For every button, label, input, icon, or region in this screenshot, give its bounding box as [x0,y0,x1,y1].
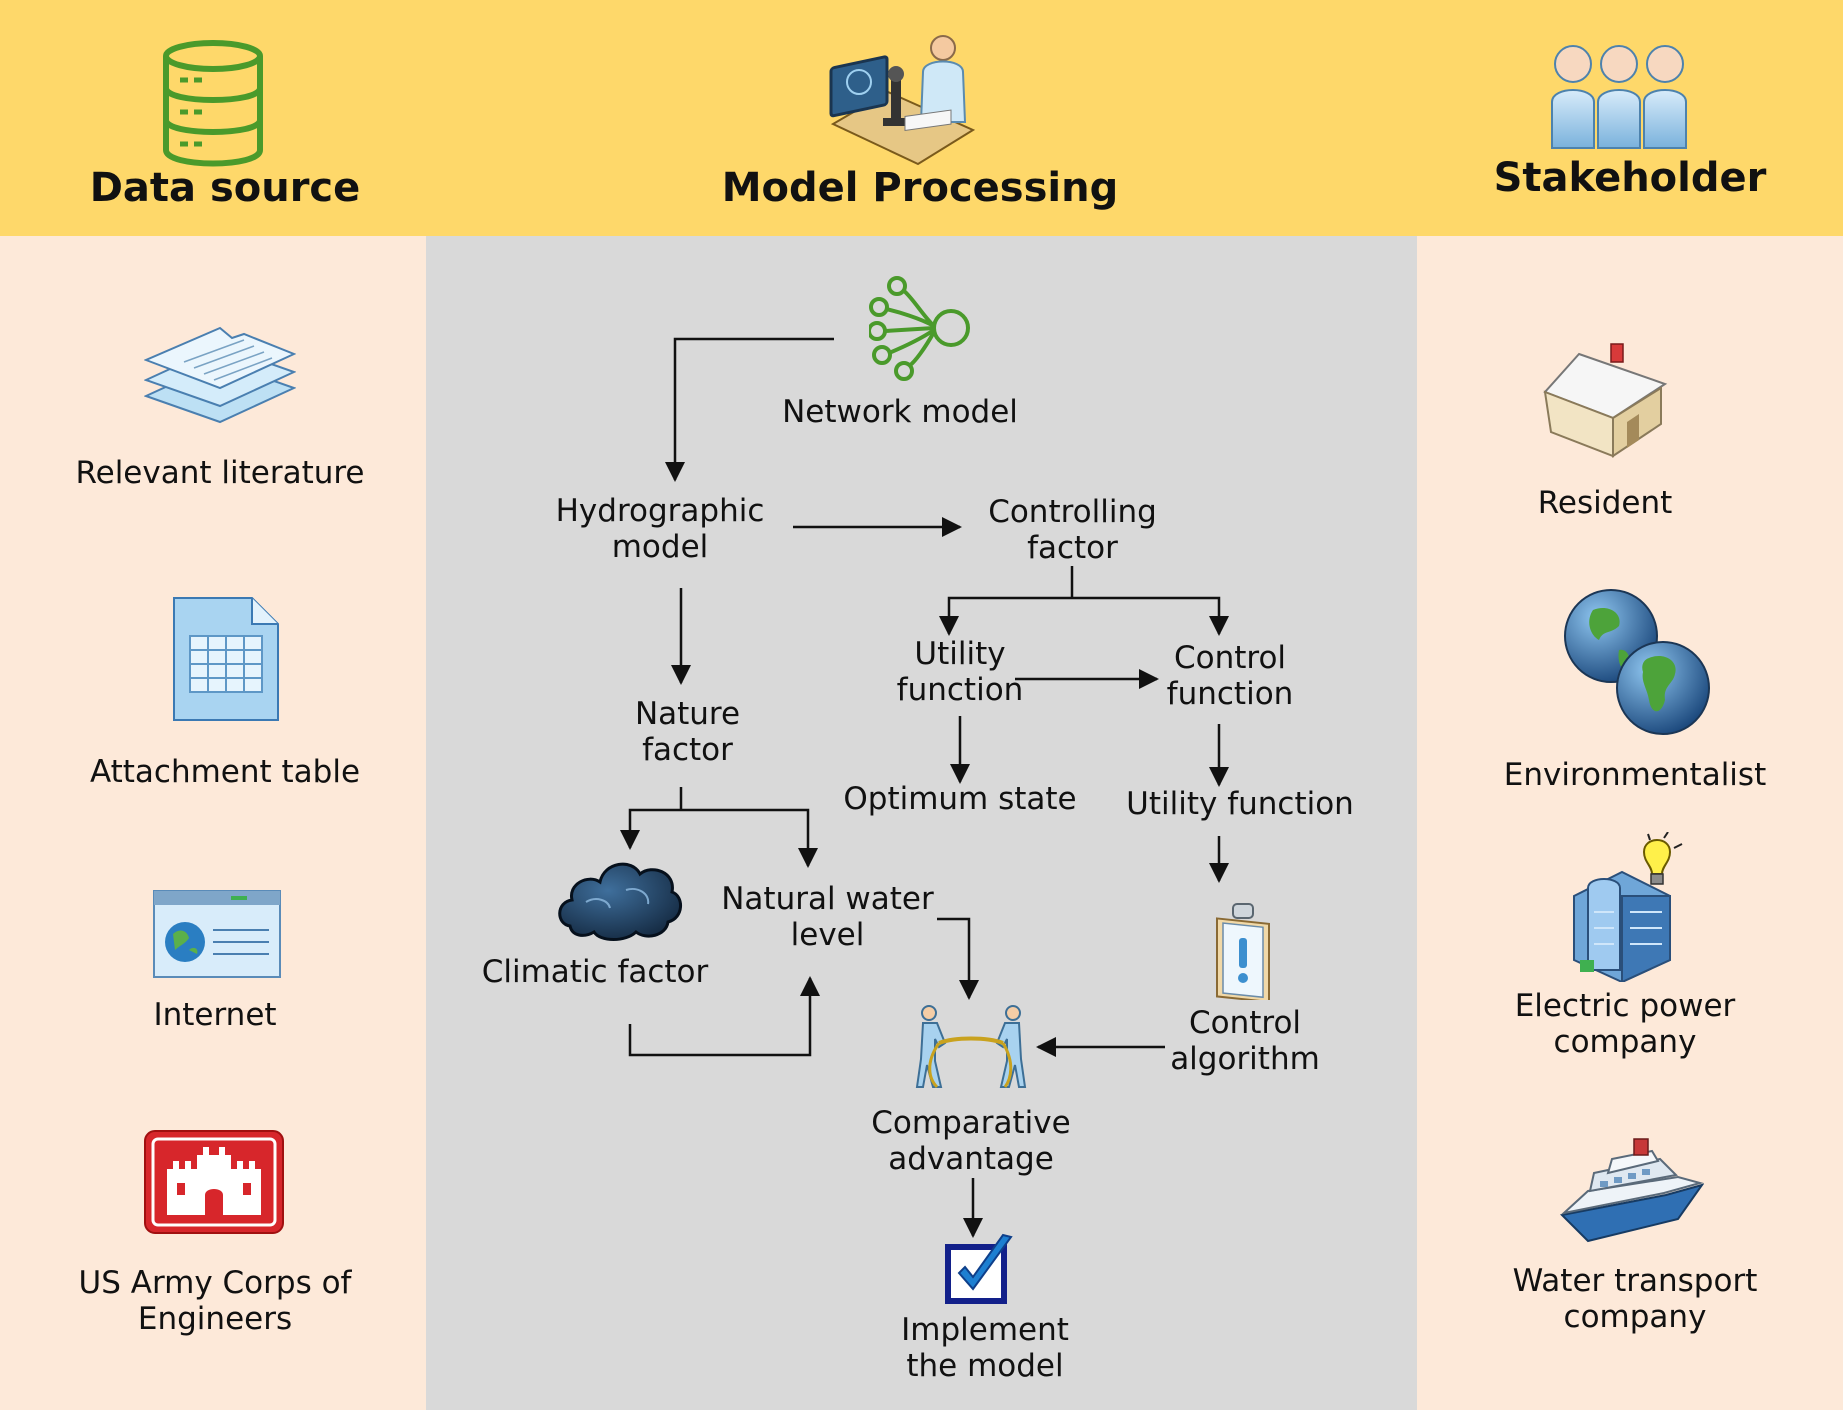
checkbox-checked-icon [945,1233,1013,1304]
spreadsheet-document-icon [173,597,279,721]
electric-power-company-label: Electric power company [1514,988,1736,1060]
nature-factor-label: Nature factor [634,696,741,768]
castle-emblem-icon [144,1130,284,1234]
utility-function-2-label: Utility function [1126,786,1354,822]
climatic-factor-label: Climatic factor [481,954,709,990]
people-group-icon [1551,45,1687,149]
web-browser-icon [153,890,281,978]
resident-label: Resident [1537,485,1673,521]
house-icon [1543,343,1668,458]
control-algorithm-label: Control algorithm [1170,1005,1320,1077]
documents-stack-icon [144,326,296,424]
internet-label: Internet [153,997,277,1033]
model-processing-column [426,236,1417,1410]
globes-icon [1564,589,1710,735]
database-icon [163,40,263,167]
control-function-label: Control function [1166,640,1294,712]
relevant-literature-label: Relevant literature [75,455,365,491]
controlling-factor-label: Controlling factor [988,494,1157,566]
storm-cloud-icon [558,862,682,941]
hydrographic-model-label: Hydrographic model [555,493,765,565]
utility-function-label: Utility function [896,636,1024,708]
optimum-state-label: Optimum state [843,781,1077,817]
stakeholder-title: Stakeholder [1493,155,1767,201]
network-nodes-icon [869,276,970,381]
power-building-icon [1573,832,1683,982]
tug-of-war-icon [915,1005,1027,1089]
clipboard-alert-icon [1216,903,1270,1000]
scientist-workstation-icon [829,35,976,166]
attachment-table-label: Attachment table [89,754,361,790]
network-model-label: Network model [782,394,1018,430]
water-transport-company-label: Water transport company [1512,1263,1758,1335]
army-corps-label: US Army Corps of Engineers [78,1265,352,1337]
data-source-title: Data source [89,165,361,211]
comparative-advantage-label: Comparative advantage [871,1105,1071,1177]
ship-icon [1560,1138,1704,1243]
implement-model-label: Implement the model [901,1312,1069,1384]
environmentalist-label: Environmentalist [1503,757,1767,793]
natural-water-level-label: Natural water level [721,881,934,953]
model-processing-title: Model Processing [721,165,1119,211]
